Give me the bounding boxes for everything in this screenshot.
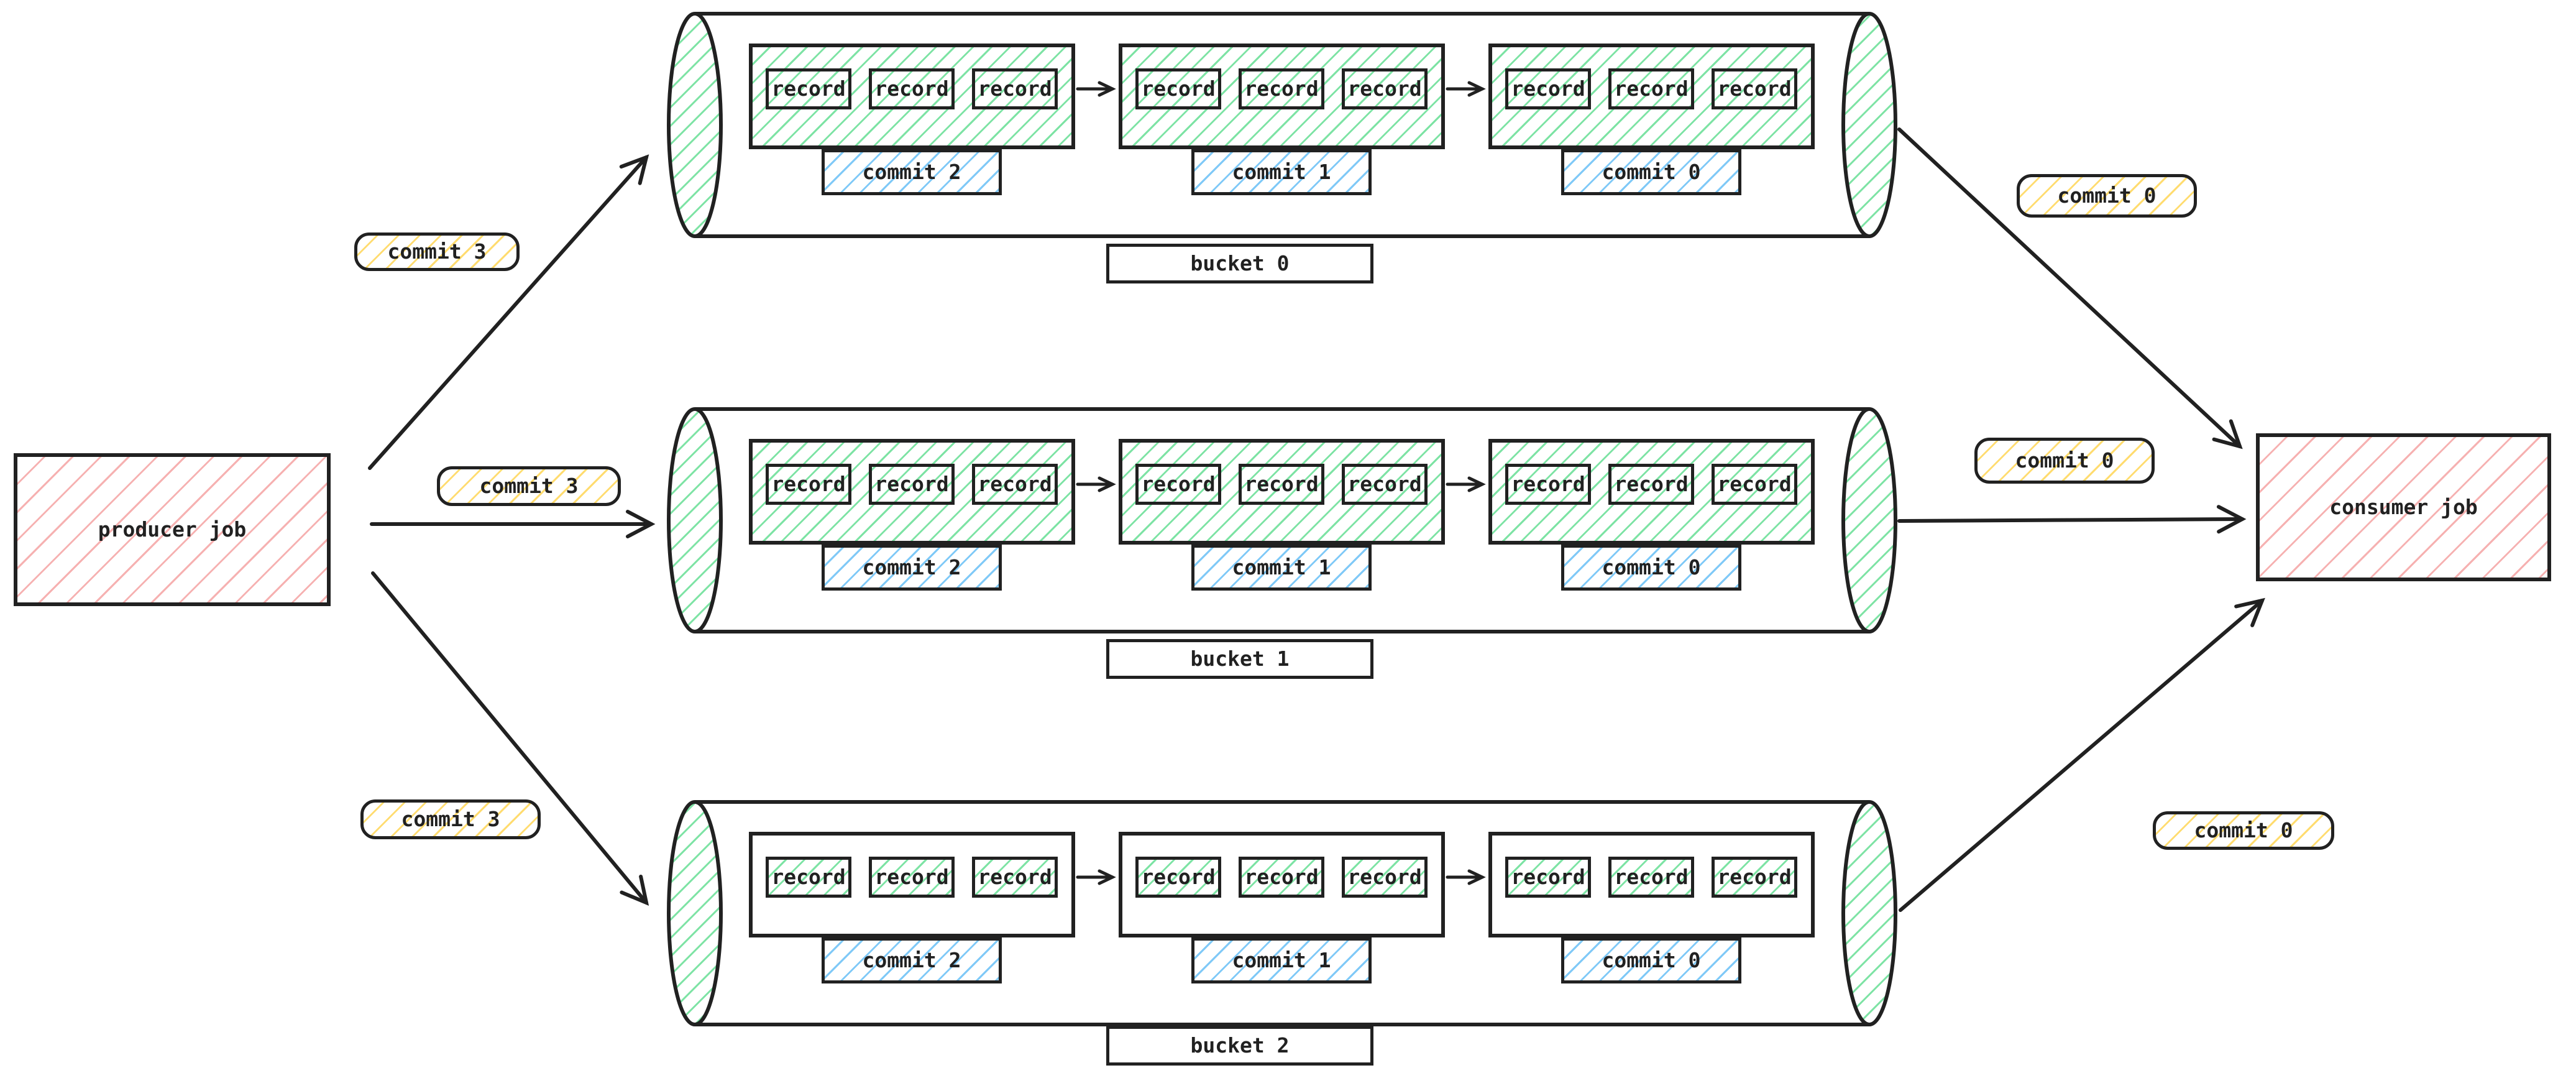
record-box: record bbox=[1712, 68, 1797, 109]
record-box: record bbox=[1342, 68, 1428, 109]
record-box: record bbox=[1505, 464, 1591, 505]
edge-pill-commit3-bucket-2: commit 3 bbox=[360, 799, 541, 839]
bucket-0-commit-0-group: record record record bbox=[1488, 44, 1815, 149]
record-box: record bbox=[1342, 464, 1428, 505]
bucket-0-commit-2-label: commit 2 bbox=[822, 149, 1002, 195]
record-box: record bbox=[1135, 857, 1221, 898]
bucket-0-right-end bbox=[1841, 12, 1897, 238]
edge-pill-commit3-bucket-0: commit 3 bbox=[354, 233, 520, 271]
record-box: record bbox=[972, 464, 1058, 505]
record-box: record bbox=[972, 857, 1058, 898]
record-box: record bbox=[1239, 464, 1324, 505]
bucket-2-commit-2-label: commit 2 bbox=[822, 937, 1002, 983]
record-box: record bbox=[1608, 464, 1694, 505]
record-box: record bbox=[1505, 68, 1591, 109]
bucket-1-right-end bbox=[1841, 407, 1897, 633]
consumer-edges bbox=[1897, 127, 2265, 912]
record-box: record bbox=[766, 464, 851, 505]
edge-producer-bucket-0 bbox=[368, 154, 649, 470]
bucket-0-commit-0-label: commit 0 bbox=[1561, 149, 1741, 195]
bucket-2-commit-1-group: record record record bbox=[1119, 832, 1445, 937]
bucket-2-commit-1-label: commit 1 bbox=[1191, 937, 1372, 983]
record-box: record bbox=[1608, 68, 1694, 109]
bucket-2-commit-0-label: commit 0 bbox=[1561, 937, 1741, 983]
record-box: record bbox=[869, 464, 955, 505]
record-box: record bbox=[972, 68, 1058, 109]
bucket-1-commit-0-label: commit 0 bbox=[1561, 545, 1741, 591]
record-box: record bbox=[1239, 857, 1324, 898]
record-box: record bbox=[1342, 857, 1428, 898]
record-box: record bbox=[766, 68, 851, 109]
record-box: record bbox=[1505, 857, 1591, 898]
consumer-job-label: consumer job bbox=[2329, 494, 2478, 519]
bucket-2-label: bucket 2 bbox=[1106, 1026, 1373, 1066]
bucket-2-left-end bbox=[667, 800, 723, 1026]
record-box: record bbox=[766, 857, 851, 898]
bucket-0-label: bucket 0 bbox=[1106, 244, 1373, 283]
record-box: record bbox=[869, 857, 955, 898]
edge-pill-commit3-bucket-1: commit 3 bbox=[437, 466, 621, 506]
bucket-0-commit-2-group: record record record bbox=[749, 44, 1075, 149]
edge-pill-commit0-bucket-1: commit 0 bbox=[1974, 438, 2155, 484]
bucket-2-right-end bbox=[1841, 800, 1897, 1026]
bucket-1-commit-0-group: record record record bbox=[1488, 439, 1815, 545]
record-box: record bbox=[1135, 68, 1221, 109]
bucket-2-commit-2-group: record record record bbox=[749, 832, 1075, 937]
bucket-0-left-end bbox=[667, 12, 723, 238]
record-box: record bbox=[1239, 68, 1324, 109]
edge-bucket-1-consumer bbox=[1897, 505, 2247, 534]
edge-producer-bucket-2 bbox=[371, 571, 649, 906]
producer-edges bbox=[368, 154, 656, 906]
edge-pill-commit0-bucket-2: commit 0 bbox=[2153, 811, 2334, 850]
bucket-1-commit-1-group: record record record bbox=[1119, 439, 1445, 545]
bucket-1-commit-2-label: commit 2 bbox=[822, 545, 1002, 591]
bucket-0-commit-1-label: commit 1 bbox=[1191, 149, 1372, 195]
record-box: record bbox=[1712, 464, 1797, 505]
producer-job-label: producer job bbox=[98, 517, 247, 541]
bucket-1-label: bucket 1 bbox=[1106, 639, 1373, 679]
edge-bucket-2-consumer bbox=[1899, 597, 2265, 912]
record-box: record bbox=[1712, 857, 1797, 898]
consumer-job-node: consumer job bbox=[2256, 433, 2551, 581]
edge-bucket-0-consumer bbox=[1897, 127, 2243, 449]
bucket-1-left-end bbox=[667, 407, 723, 633]
record-box: record bbox=[1135, 464, 1221, 505]
record-box: record bbox=[869, 68, 955, 109]
bucket-2-commit-0-group: record record record bbox=[1488, 832, 1815, 937]
bucket-1-commit-1-label: commit 1 bbox=[1191, 545, 1372, 591]
record-box: record bbox=[1608, 857, 1694, 898]
bucket-0-commit-1-group: record record record bbox=[1119, 44, 1445, 149]
bucket-1-commit-2-group: record record record bbox=[749, 439, 1075, 545]
producer-job-node: producer job bbox=[14, 453, 331, 606]
edge-pill-commit0-bucket-0: commit 0 bbox=[2017, 174, 2197, 218]
